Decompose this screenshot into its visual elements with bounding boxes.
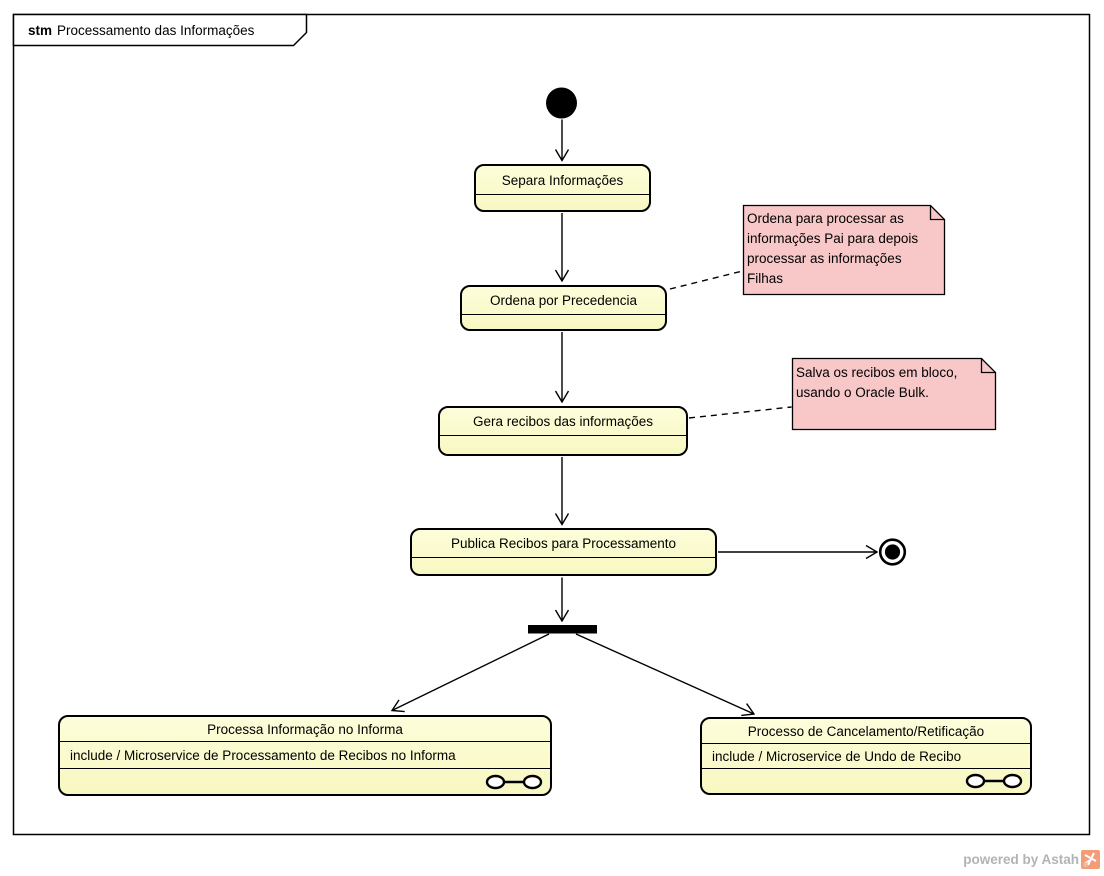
- transition-fork-to-processa: [392, 633, 550, 711]
- note-ordena-shape[interactable]: [742, 204, 946, 296]
- state-separa-informacoes[interactable]: Separa Informações: [474, 164, 651, 212]
- state-gera-recibos[interactable]: Gera recibos das informações: [438, 406, 688, 456]
- submachine-icon: [485, 774, 543, 789]
- frame-title-text: Processamento das Informações: [57, 23, 255, 38]
- composite-state-processa-informa[interactable]: Processa Informação no Informa include /…: [58, 715, 552, 796]
- composite-state-cancelamento[interactable]: Processo de Cancelamento/Retificação inc…: [700, 717, 1032, 795]
- state-body: [412, 558, 715, 574]
- state-name: Ordena por Precedencia: [462, 287, 665, 315]
- state-name: Gera recibos das informações: [440, 408, 686, 436]
- initial-state-icon[interactable]: [546, 87, 577, 119]
- note-ordena-text: Ordena para processar as informações Pai…: [747, 211, 919, 286]
- state-body: [476, 195, 649, 210]
- composite-state-activity: include / Microservice de Processamento …: [60, 742, 550, 769]
- state-ordena-por-precedencia[interactable]: Ordena por Precedencia: [460, 285, 667, 331]
- submachine-icon: [965, 773, 1023, 789]
- state-publica-recibos[interactable]: Publica Recibos para Processamento: [410, 528, 717, 576]
- state-name: Publica Recibos para Processamento: [412, 530, 715, 558]
- watermark[interactable]: powered by Astah: [963, 849, 1101, 869]
- watermark-text: powered by Astah: [963, 851, 1079, 867]
- state-name: Separa Informações: [476, 166, 649, 195]
- composite-state-footer: [702, 769, 1030, 793]
- composite-state-activity: include / Microservice de Undo de Recibo: [702, 744, 1030, 769]
- note-anchor-ordena: [669, 270, 743, 290]
- composite-state-footer: [60, 769, 550, 794]
- state-body: [440, 436, 686, 454]
- note-anchor-bulk: [688, 406, 792, 419]
- composite-state-title: Processa Informação no Informa: [60, 717, 550, 742]
- frame-title: stm Processamento das Informações: [28, 21, 254, 41]
- astah-logo-icon: [1081, 850, 1100, 869]
- note-bulk-shape[interactable]: [791, 357, 997, 431]
- state-body: [462, 315, 665, 329]
- diagram-frame: [12, 13, 1091, 836]
- final-state-icon[interactable]: [878, 538, 907, 566]
- frame-title-tab: [12, 13, 308, 47]
- transition-fork-to-cancelamento: [575, 633, 754, 714]
- note-bulk-text: Salva os recibos em bloco, usando o Orac…: [796, 365, 958, 400]
- fork-bar[interactable]: [528, 625, 597, 634]
- composite-state-title: Processo de Cancelamento/Retificação: [702, 719, 1030, 744]
- frame-keyword: stm: [28, 23, 53, 38]
